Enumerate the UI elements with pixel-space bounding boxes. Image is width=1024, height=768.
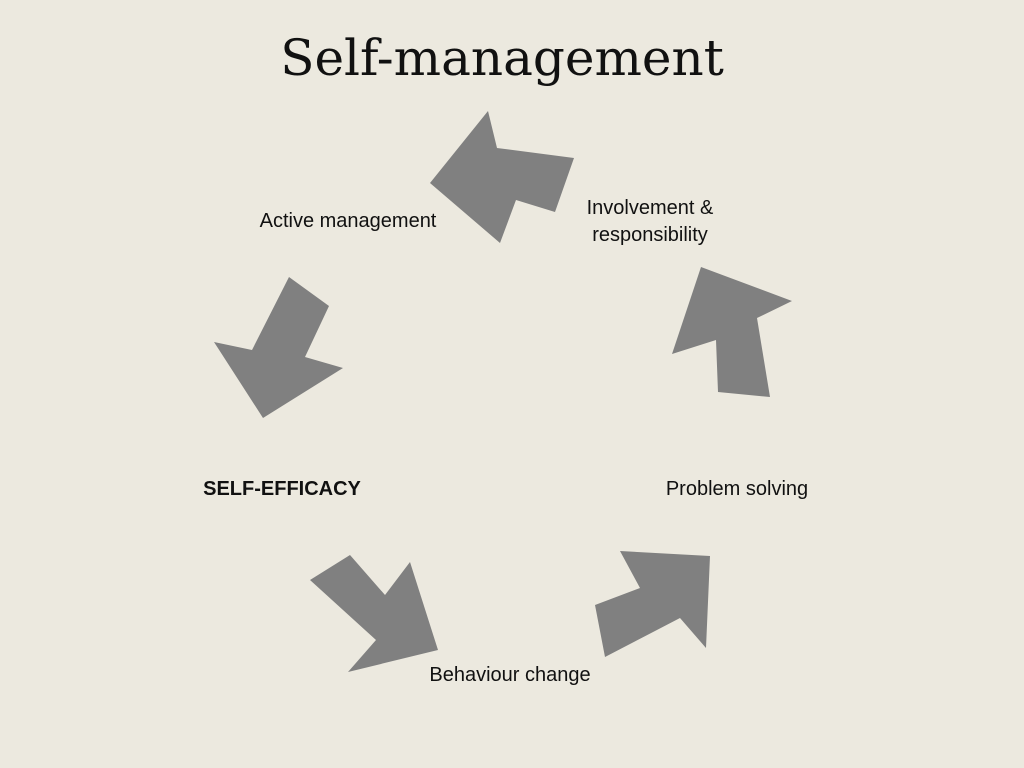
node-active-management: Active management — [259, 210, 437, 232]
cycle-arrow-right — [672, 267, 792, 397]
cycle-arrow-upper-left — [214, 277, 343, 418]
cycle-arrow-lower-left — [310, 555, 438, 672]
node-involvement-line2: responsibility — [592, 224, 708, 246]
node-self-efficacy: SELF-EFFICACY — [203, 478, 361, 500]
node-behaviour-change: Behaviour change — [429, 664, 591, 686]
node-problem-solving: Problem solving — [665, 478, 809, 500]
cycle-arrow-lower-right — [595, 551, 710, 657]
node-involvement-line1: Involvement & — [586, 197, 714, 219]
cycle-arrow-top — [430, 111, 574, 243]
node-involvement-responsibility: Involvement & responsibility — [540, 195, 760, 249]
slide-title: Self-management — [280, 29, 724, 87]
